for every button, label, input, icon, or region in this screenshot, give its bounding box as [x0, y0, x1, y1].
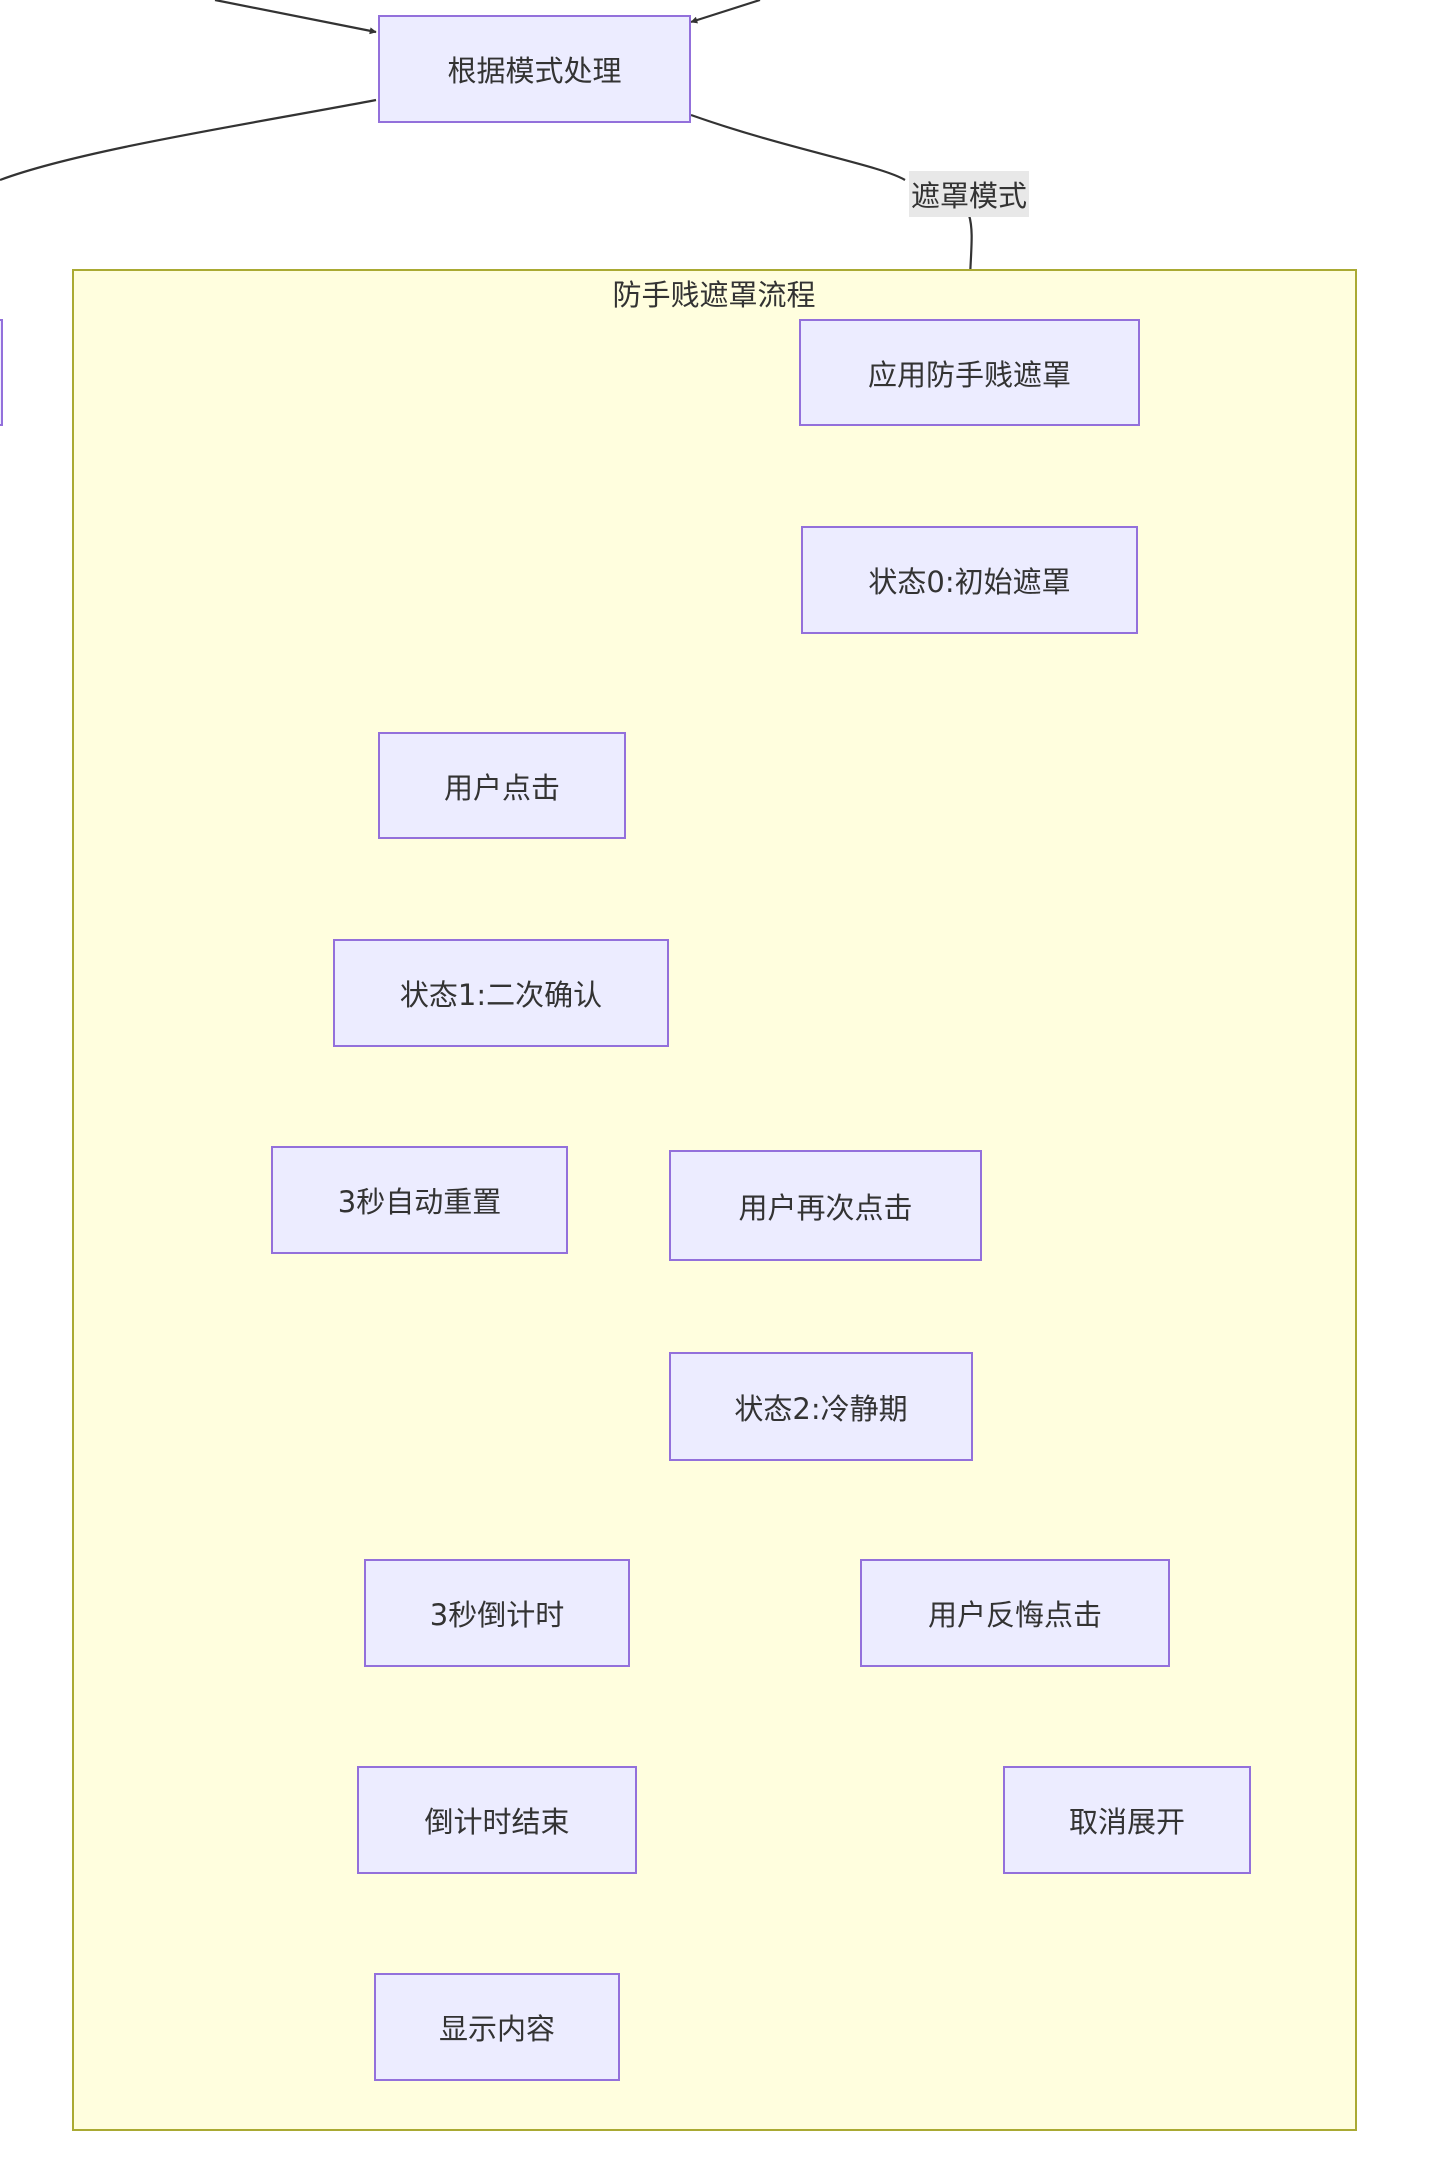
node-offscreen-left[interactable]: [0, 319, 3, 426]
node-process-by-mode[interactable]: 根据模式处理: [378, 15, 691, 123]
node-user-click[interactable]: 用户点击: [378, 732, 626, 839]
node-show-content[interactable]: 显示内容: [374, 1973, 620, 2081]
node-countdown-end[interactable]: 倒计时结束: [357, 1766, 637, 1874]
edge-incoming-left-to-process: [214, 0, 377, 35]
edge-incoming-right-to-process: [690, 0, 761, 24]
edge-label-mask-mode: 遮罩模式: [908, 171, 1030, 217]
node-user-regret[interactable]: 用户反悔点击: [860, 1559, 1170, 1667]
node-countdown[interactable]: 3秒倒计时: [364, 1559, 630, 1667]
node-auto-reset[interactable]: 3秒自动重置: [271, 1146, 568, 1254]
node-state2[interactable]: 状态2:冷静期: [669, 1352, 973, 1461]
node-cancel-expand[interactable]: 取消展开: [1003, 1766, 1251, 1874]
node-user-click-again[interactable]: 用户再次点击: [669, 1150, 982, 1261]
subgraph-title: 防手贱遮罩流程: [612, 278, 816, 312]
edge-process-to-offscreen-left: [0, 98, 377, 182]
node-state0[interactable]: 状态0:初始遮罩: [801, 526, 1138, 634]
node-apply-mask[interactable]: 应用防手贱遮罩: [799, 319, 1140, 426]
node-state1[interactable]: 状态1:二次确认: [333, 939, 669, 1047]
